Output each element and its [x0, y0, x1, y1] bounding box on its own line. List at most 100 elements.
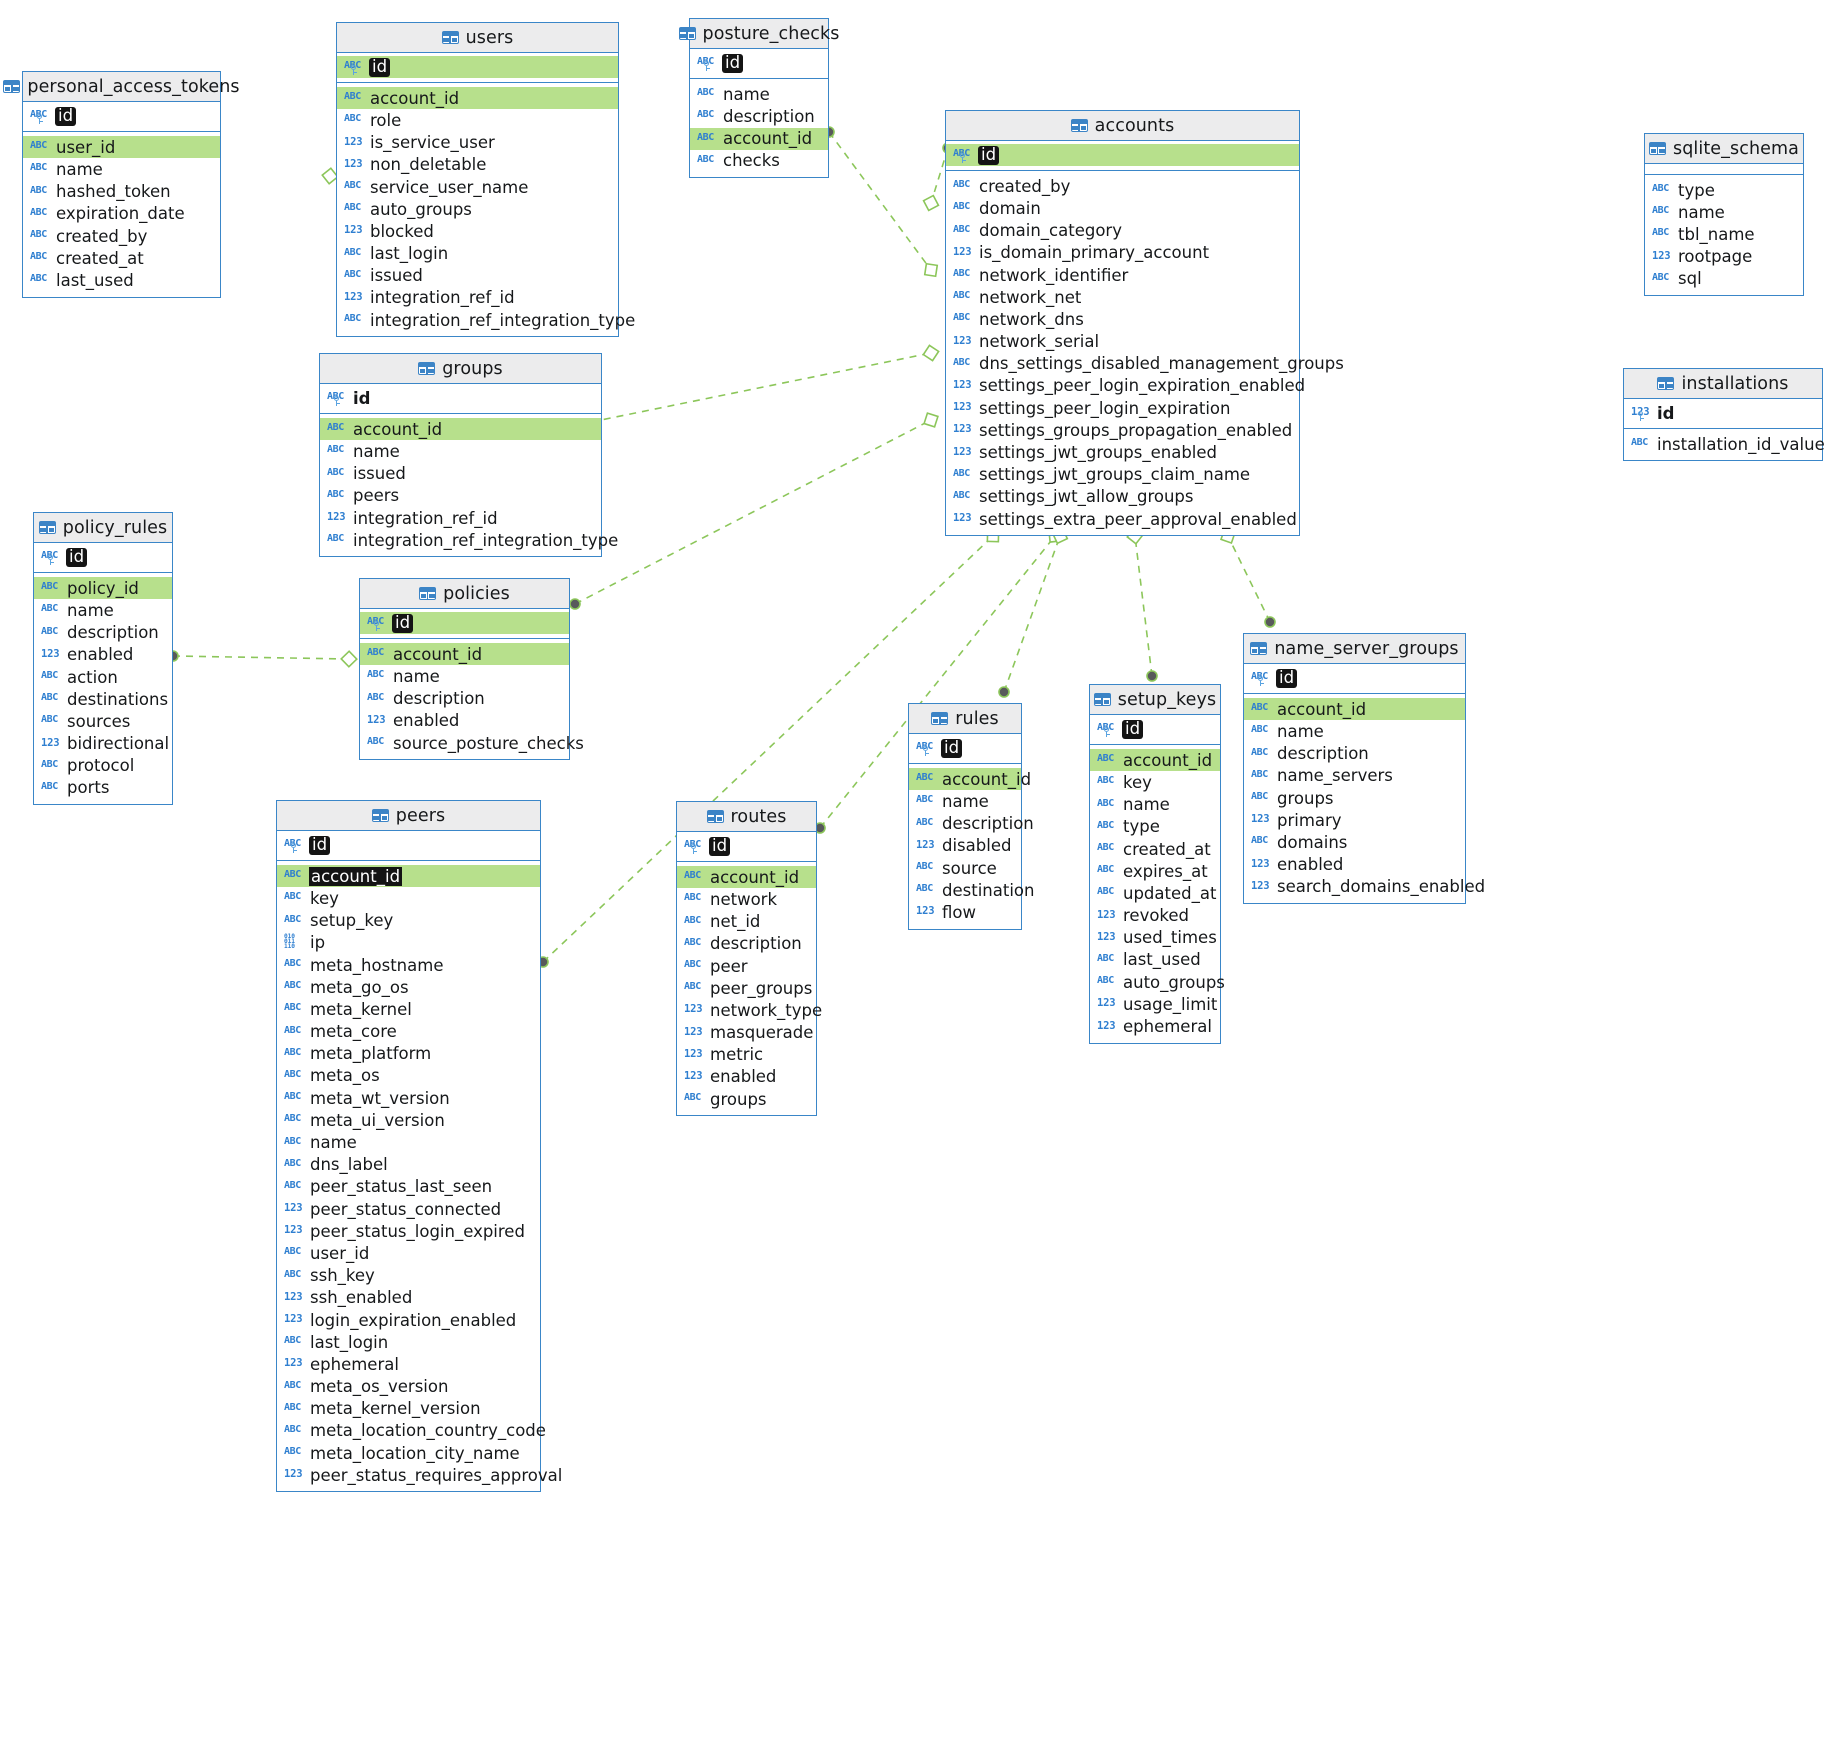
table-header[interactable]: policies	[360, 579, 569, 609]
table-header[interactable]: rules	[909, 704, 1021, 734]
table-header[interactable]: groups	[320, 354, 601, 384]
table-header[interactable]: personal_access_tokens	[3, 72, 240, 102]
table-header[interactable]: posture_checks	[678, 19, 839, 49]
table-header[interactable]: setup_keys	[1090, 685, 1220, 715]
table-header[interactable]: installations	[1624, 369, 1822, 399]
